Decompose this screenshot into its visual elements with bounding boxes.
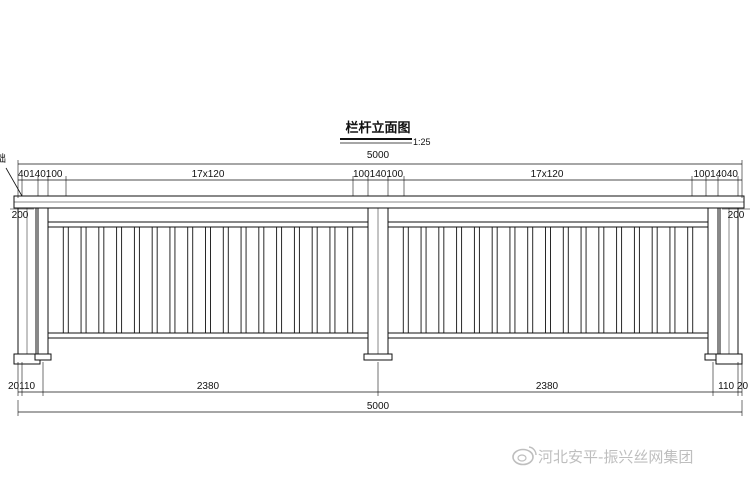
baluster — [545, 226, 551, 334]
baluster — [62, 226, 69, 334]
baluster — [456, 226, 463, 334]
baluster — [276, 226, 283, 334]
baluster — [562, 226, 569, 334]
top-overall-value: 5000 — [367, 150, 390, 161]
baluster — [420, 226, 427, 334]
left-panel-rails — [48, 221, 368, 339]
top-right-group-value: 10014040 — [694, 169, 739, 180]
top-left-group-value: 40140100 — [18, 169, 63, 180]
baluster — [580, 226, 587, 334]
drawing-scale: 1:25 — [413, 137, 431, 147]
baluster — [651, 226, 658, 334]
left-end-post — [13, 207, 41, 365]
baluster — [80, 226, 87, 334]
baluster — [240, 226, 247, 334]
bottom-overall-value: 5000 — [367, 401, 390, 412]
weibo-icon — [512, 446, 537, 466]
bottom-right-group-value: 110 20 — [718, 381, 748, 392]
center-post — [363, 207, 393, 361]
handrail — [13, 195, 745, 209]
baluster — [293, 226, 300, 334]
baluster — [616, 226, 623, 334]
baluster — [222, 226, 229, 334]
bottom-right-span-value: 2380 — [536, 381, 559, 392]
right-post-width: 200 — [728, 210, 745, 221]
baluster — [527, 226, 534, 334]
baluster — [633, 226, 640, 334]
baluster — [347, 226, 354, 334]
left-edge-label: 础 — [0, 153, 6, 165]
baluster — [509, 226, 516, 334]
baluster — [402, 226, 409, 334]
top-overall-dimension: 5000 — [17, 150, 743, 198]
bottom-segment-dimension: 20110 2380 2380 110 20 — [8, 362, 748, 396]
top-left-span-value: 17x120 — [192, 169, 225, 180]
right-panel-balusters — [402, 226, 694, 334]
right-end-post — [715, 207, 743, 365]
bottom-left-span-value: 2380 — [197, 381, 220, 392]
baluster — [98, 226, 105, 334]
baluster — [169, 226, 176, 334]
baluster — [116, 226, 123, 334]
top-center-group-value: 100140100 — [353, 169, 403, 180]
left-post-width: 200 — [12, 210, 29, 221]
baluster — [151, 226, 158, 334]
baluster — [311, 226, 318, 334]
baluster — [598, 226, 605, 334]
baluster — [473, 226, 480, 334]
baluster — [258, 226, 265, 334]
baluster — [329, 226, 336, 334]
bottom-overall-dimension: 5000 — [17, 400, 743, 416]
baluster — [669, 226, 676, 334]
baluster — [687, 226, 694, 334]
baluster — [491, 226, 498, 334]
baluster — [187, 226, 194, 334]
right-panel-rails — [388, 221, 708, 339]
left-edge-leader — [5, 167, 23, 197]
right-inner-post — [704, 207, 722, 361]
bottom-left-group-value: 20110 — [8, 381, 36, 392]
top-right-span-value: 17x120 — [531, 169, 564, 180]
left-panel-balusters — [62, 226, 354, 334]
left-inner-post — [34, 207, 52, 361]
watermark: 河北安平-振兴丝网集团 — [512, 446, 693, 466]
watermark-text: 河北安平-振兴丝网集团 — [538, 448, 693, 466]
baluster — [205, 226, 211, 334]
top-segment-dimension: 40140100 17x120 100140100 17x120 1001404… — [18, 169, 742, 196]
baluster — [133, 226, 140, 334]
drawing-title: 栏杆立面图 — [345, 120, 410, 136]
baluster — [438, 226, 445, 334]
